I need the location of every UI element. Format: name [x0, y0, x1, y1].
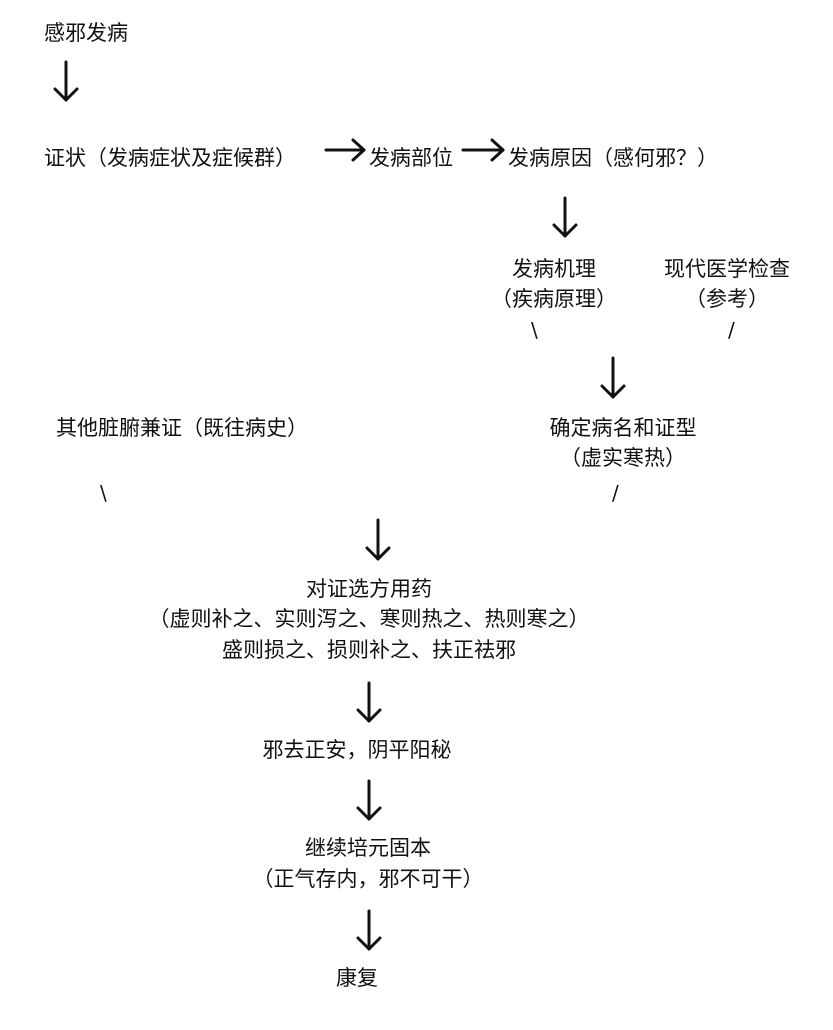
node-infection: 感邪发病 [44, 21, 128, 45]
node-diagnosis-line1: 确定病名和证型 [549, 416, 697, 440]
node-balance: 邪去正安，阴平阳秘 [262, 738, 452, 762]
node-consolidate-line1: 继续培元固本 [305, 836, 431, 860]
node-diagnosis-line2: （虚实寒热） [560, 446, 686, 470]
node-mechanism-line2: （疾病原理） [491, 287, 617, 311]
connector-slash-modern: / [728, 318, 735, 342]
node-mechanism-line1: 发病机理 [512, 257, 596, 281]
arrow-down-3 [600, 356, 626, 399]
arrow-down-6 [356, 779, 382, 821]
node-treatment-line2: （虚则补之、实则泻之、寒则热之、热则寒之） [148, 607, 590, 631]
connector-backslash-history: \ [100, 481, 107, 505]
node-modern-exam-line1: 现代医学检查 [664, 257, 790, 281]
arrow-right-2 [461, 138, 505, 162]
node-consolidate-line2: （正气存内，邪不可干） [252, 867, 484, 891]
connector-slash-diagnosis: / [612, 481, 619, 505]
connector-backslash-mechanism: \ [531, 318, 538, 342]
node-treatment-line3: 盛则损之、损则补之、扶正祛邪 [222, 638, 516, 662]
node-modern-exam-line2: （参考） [685, 287, 769, 311]
arrow-down-4 [365, 518, 391, 561]
arrow-down-1 [53, 60, 79, 102]
arrow-down-7 [356, 909, 382, 951]
node-symptoms: 证状（发病症状及症候群） [44, 146, 296, 170]
node-treatment-line1: 对证选方用药 [306, 577, 432, 601]
node-recovery: 康复 [336, 966, 378, 990]
arrow-down-5 [356, 681, 382, 723]
node-history: 其他脏腑兼证（既往病史） [56, 416, 308, 440]
node-site: 发病部位 [369, 146, 453, 170]
arrow-down-2 [552, 196, 578, 238]
arrow-right-1 [324, 138, 366, 162]
node-cause: 发病原因（感何邪？） [508, 146, 718, 170]
